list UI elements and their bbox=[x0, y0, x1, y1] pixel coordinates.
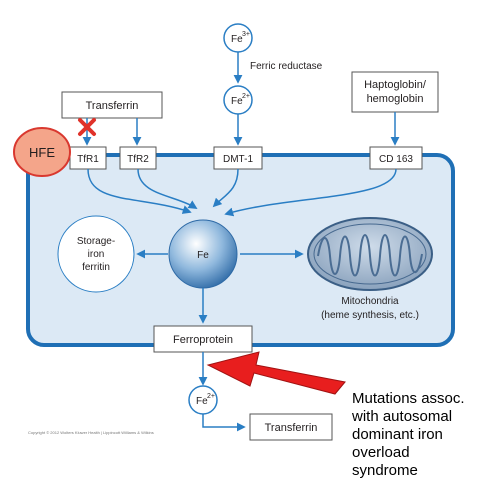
storage-label-3: ferritin bbox=[82, 262, 110, 273]
storage-label-1: Storage- bbox=[77, 236, 115, 247]
arrow-fe2-to-transferrin bbox=[202, 414, 246, 432]
copyright-text: Copyright © 2012 Wolters Kluwer Health |… bbox=[28, 430, 154, 435]
transferrin-bottom-box bbox=[249, 413, 333, 441]
fe2-out-node: Fe 2+ bbox=[188, 385, 218, 415]
cd163-label: CD 163 bbox=[379, 154, 413, 165]
arrow-tfr2-to-fe bbox=[137, 168, 198, 209]
fe3-superscript: 3+ bbox=[242, 31, 250, 38]
annotation-line-2: with autosomal bbox=[351, 408, 452, 425]
fe2-node: Fe 2+ bbox=[223, 85, 253, 115]
haptoglobin-label-2: hemoglobin bbox=[367, 93, 424, 105]
hfe-protein: HFE bbox=[13, 127, 71, 177]
storage-label-2: iron bbox=[88, 249, 105, 260]
mutation-arrow bbox=[206, 351, 346, 395]
hfe-label: HFE bbox=[29, 145, 55, 160]
fe3-node: Fe 3+ bbox=[223, 23, 253, 53]
arrow-cd163-to-fe bbox=[224, 168, 397, 217]
tfr2-label: TfR2 bbox=[127, 154, 149, 165]
storage-ferritin: Storage- iron ferritin bbox=[57, 215, 135, 293]
fe-center-label: Fe bbox=[197, 250, 209, 261]
annotation-line-3: dominant iron bbox=[352, 426, 443, 443]
iron-pool: Fe bbox=[168, 219, 238, 289]
dmt1-label: DMT-1 bbox=[223, 154, 253, 165]
ferric-reductase-label: Ferric reductase bbox=[250, 61, 323, 72]
transferrin-box bbox=[61, 91, 163, 119]
arrow-tfr1-to-fe bbox=[87, 168, 192, 214]
fe2-superscript: 2+ bbox=[242, 93, 250, 100]
tfr1-label: TfR1 bbox=[77, 154, 99, 165]
annotation-line-4: overload bbox=[352, 444, 410, 461]
mitochondria-label-2: (heme synthesis, etc.) bbox=[321, 310, 419, 321]
mitochondria-label-1: Mitochondria bbox=[341, 296, 399, 307]
arrow-dmt1-to-fe bbox=[212, 168, 239, 208]
transferrin-label: Transferrin bbox=[86, 100, 139, 112]
annotation-line-5: syndrome bbox=[352, 462, 418, 479]
transferrin-bottom-label: Transferrin bbox=[265, 422, 318, 434]
blocked-x-icon bbox=[78, 118, 96, 136]
mitochondria-icon bbox=[307, 217, 433, 291]
fe2-label: Fe bbox=[231, 96, 243, 107]
fe2-out-label: Fe bbox=[196, 396, 208, 407]
haptoglobin-box bbox=[351, 71, 439, 113]
ferroprotein-label: Ferroprotein bbox=[173, 334, 233, 346]
fe3-label: Fe bbox=[231, 34, 243, 45]
fe2-out-superscript: 2+ bbox=[207, 393, 215, 400]
annotation-line-1: Mutations assoc. bbox=[352, 390, 465, 407]
haptoglobin-label-1: Haptoglobin/ bbox=[364, 79, 427, 91]
